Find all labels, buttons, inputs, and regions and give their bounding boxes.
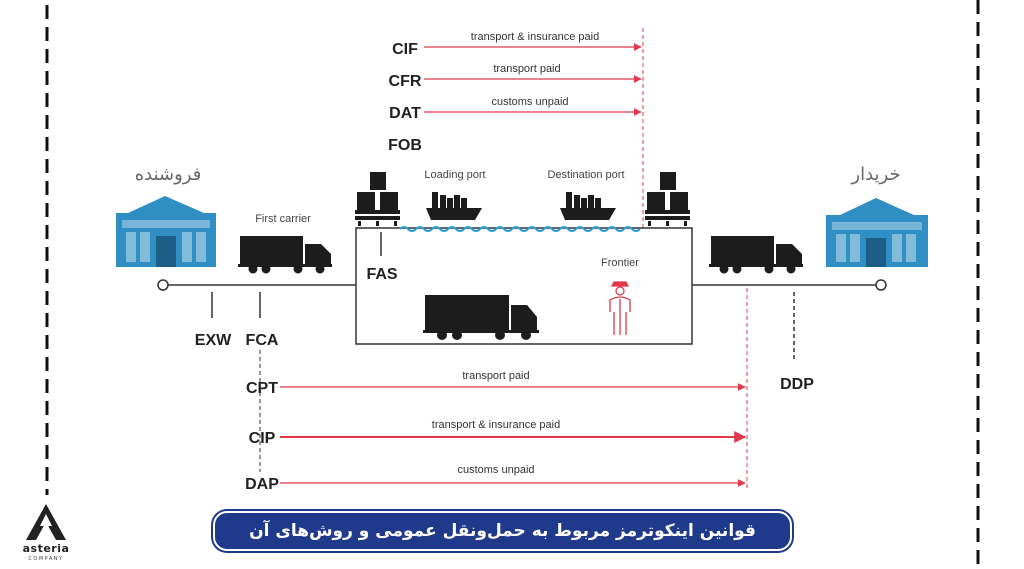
company-logo: asteria COMPANY [14, 500, 78, 566]
term-fob: FOB [388, 137, 422, 154]
term-dap: DAP [245, 476, 279, 493]
caption-banner: قوانین اینکوترمز مربوط به حمل‌ونقل عمومی… [213, 511, 792, 551]
arrow-label-dat: customs unpaid [491, 96, 568, 108]
water-line [399, 226, 641, 232]
buyer-warehouse-icon [826, 198, 928, 267]
term-ddp: DDP [780, 376, 814, 393]
arrow-label-cif: transport & insurance paid [471, 31, 599, 43]
logo-name: asteria [22, 542, 70, 555]
logo-subtitle: COMPANY [28, 556, 64, 562]
destination-port-label: Destination port [547, 169, 624, 181]
arrow-label-cpt: transport paid [462, 370, 529, 382]
frontier-officer-icon [609, 281, 631, 335]
seller-warehouse-icon [116, 196, 216, 267]
arrow-label-dap: customs unpaid [457, 464, 534, 476]
first-carrier-truck-icon [238, 236, 332, 274]
loading-port-cargo-icon [355, 172, 400, 226]
delivery-truck-icon [709, 236, 803, 274]
arrow-label-cip: transport & insurance paid [432, 419, 560, 431]
transit-truck-icon [423, 295, 539, 340]
arrow-label-cfr: transport paid [493, 63, 560, 75]
term-fas: FAS [366, 266, 397, 283]
term-cfr: CFR [389, 73, 422, 90]
buyer-label: خریدار [850, 164, 900, 185]
term-dat: DAT [389, 105, 421, 122]
destination-port-ship-icon [560, 192, 616, 220]
term-cip: CIP [249, 430, 276, 447]
seller-point [157, 279, 169, 291]
loading-port-label: Loading port [424, 169, 485, 181]
term-fca: FCA [246, 332, 279, 349]
asteria-logo-icon [26, 504, 66, 540]
term-exw: EXW [195, 332, 232, 349]
seller-label: فروشنده [135, 164, 202, 185]
buyer-point [875, 279, 887, 291]
first-carrier-label: First carrier [255, 213, 311, 225]
term-cif: CIF [392, 41, 418, 58]
frontier-label: Frontier [601, 257, 639, 269]
term-cpt: CPT [246, 380, 278, 397]
destination-port-cargo-icon [645, 172, 690, 226]
loading-port-ship-icon [426, 192, 482, 220]
